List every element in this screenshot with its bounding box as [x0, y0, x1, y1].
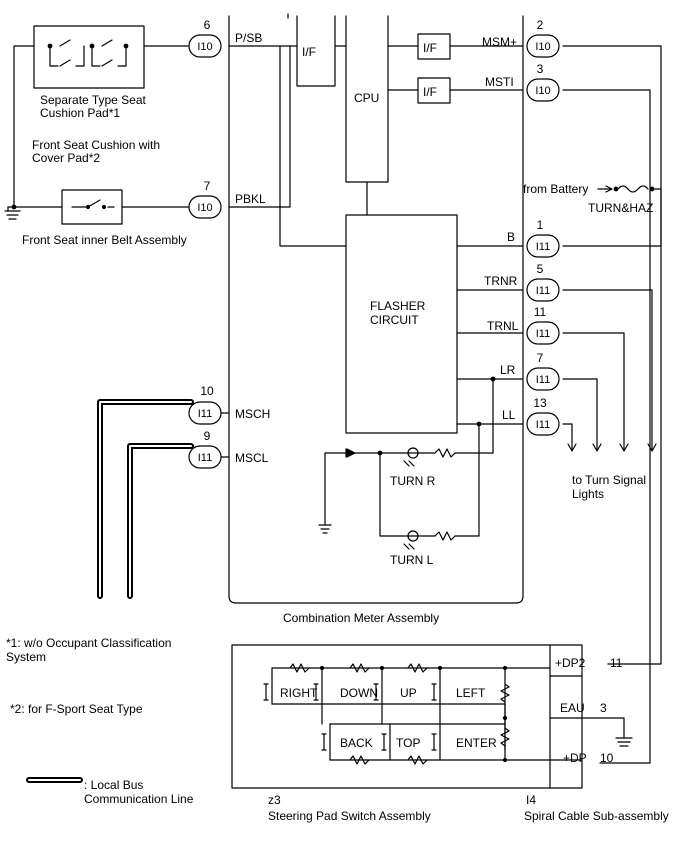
spiral-signal-2: +DP	[563, 751, 587, 765]
meter-signal-3: MSCL	[235, 451, 269, 465]
if-label-bottom: I/F	[423, 85, 437, 99]
meter-signal-9: LR	[500, 363, 516, 377]
front-seat-cushion-label-1: Front Seat Cushion with	[32, 138, 160, 152]
meter-connector-lr	[526, 367, 560, 391]
meter-signal-7: TRNR	[484, 274, 518, 288]
meter-signal-5: MSTI	[485, 75, 514, 89]
meter-signal-10: LL	[502, 408, 516, 422]
meter-pin-0: 6	[204, 18, 211, 32]
switch-enter: ENTER	[456, 736, 497, 750]
meter-assembly-label: Combination Meter Assembly	[283, 611, 439, 625]
inner-belt-switch-box	[61, 189, 123, 225]
note2-label: *2: for F-Sport Seat Type	[10, 702, 143, 716]
flasher-block	[345, 214, 458, 434]
meter-connector-b-code: I11	[536, 241, 550, 253]
meter-connector-pbkl-code: I10	[197, 202, 212, 214]
fuse-label: TURN&HAZ	[588, 201, 653, 215]
meter-connector-trnl-code: I11	[536, 328, 550, 340]
switch-down: DOWN	[340, 686, 378, 700]
meter-connector-pbkl	[188, 195, 222, 219]
separate-seat-label-1: Separate Type Seat	[40, 93, 147, 107]
meter-pin-8: 11	[534, 305, 547, 319]
switch-right: RIGHT	[280, 686, 318, 700]
meter-pin-4: 2	[537, 18, 544, 32]
meter-signal-8: TRNL	[487, 319, 519, 333]
meter-signal-6: B	[507, 230, 515, 244]
meter-pin-9: 7	[537, 351, 544, 365]
meter-assembly-outline	[228, 15, 524, 604]
meter-signal-0: P/SB	[235, 31, 262, 45]
meter-connector-trnr	[526, 278, 560, 302]
meter-connector-psb	[188, 34, 222, 58]
legend-label-2: Communication Line	[84, 792, 194, 806]
switch-up: UP	[400, 686, 417, 700]
meter-connector-mscl	[188, 445, 222, 469]
spiral-signal-0: +DP2	[555, 656, 586, 670]
meter-pin-6: 1	[537, 218, 544, 232]
steering-switch-box	[231, 644, 583, 789]
meter-connector-msch	[188, 401, 222, 425]
turn-r-label: TURN R	[390, 474, 436, 488]
spiral-pin-2: 10	[600, 751, 614, 765]
meter-connector-msti	[526, 78, 560, 102]
switch-top: TOP	[396, 736, 420, 750]
note1-label-2: System	[6, 650, 46, 664]
from-battery-label: from Battery	[523, 182, 588, 196]
meter-connector-msm	[526, 34, 560, 58]
switch-back: BACK	[340, 736, 373, 750]
meter-pin-3: 9	[204, 429, 211, 443]
meter-connector-b	[526, 234, 560, 258]
spiral-cable-label: Spiral Cable Sub-assembly	[524, 809, 669, 823]
meter-connector-ll	[526, 412, 560, 436]
cpu-label: CPU	[354, 91, 379, 105]
flasher-label-2: CIRCUIT	[370, 313, 419, 327]
spiral-signal-1: EAU	[560, 701, 585, 715]
spiral-pin-0: 11	[610, 656, 623, 670]
meter-pin-7: 5	[537, 262, 544, 276]
if-box-left	[296, 15, 336, 87]
meter-pin-1: 7	[204, 179, 211, 193]
meter-connector-trnr-code: I11	[536, 285, 550, 297]
legend-label-1: : Local Bus	[84, 778, 143, 792]
meter-connector-msti-code: I10	[535, 85, 550, 97]
meter-signal-4: MSM+	[482, 35, 517, 49]
inner-belt-label: Front Seat inner Belt Assembly	[22, 233, 187, 247]
meter-signal-1: PBKL	[235, 192, 266, 206]
meter-signal-2: MSCH	[235, 407, 270, 421]
to-turn-signal-label-2: Lights	[572, 487, 604, 501]
spiral-pin-1: 3	[600, 701, 607, 715]
meter-pin-5: 3	[537, 62, 544, 76]
spiral-code-label: I4	[526, 793, 536, 807]
separate-seat-switch-box	[33, 25, 145, 89]
meter-connector-trnl	[526, 321, 560, 345]
front-seat-cushion-label-2: Cover Pad*2	[32, 151, 100, 165]
meter-connector-msch-code: I11	[198, 408, 212, 420]
meter-connector-ll-code: I11	[536, 419, 550, 431]
meter-connector-mscl-code: I11	[198, 452, 212, 464]
meter-pin-10: 13	[533, 396, 547, 410]
if-label-top: I/F	[423, 41, 437, 55]
switch-left: LEFT	[456, 686, 486, 700]
meter-connector-msm-code: I10	[535, 41, 550, 53]
to-turn-signal-label-1: to Turn Signal	[572, 473, 646, 487]
steering-code-label: z3	[268, 793, 281, 807]
if-label-left: I/F	[302, 45, 316, 59]
turn-l-label: TURN L	[390, 553, 434, 567]
separate-seat-label-2: Cushion Pad*1	[40, 106, 120, 120]
meter-pin-2: 10	[200, 384, 214, 398]
meter-connector-psb-code: I10	[197, 41, 212, 53]
note1-label-1: *1: w/o Occupant Classification	[6, 636, 171, 650]
flasher-label-1: FLASHER	[370, 299, 426, 313]
steering-assembly-label: Steering Pad Switch Assembly	[268, 809, 431, 823]
meter-connector-lr-code: I11	[536, 374, 550, 386]
